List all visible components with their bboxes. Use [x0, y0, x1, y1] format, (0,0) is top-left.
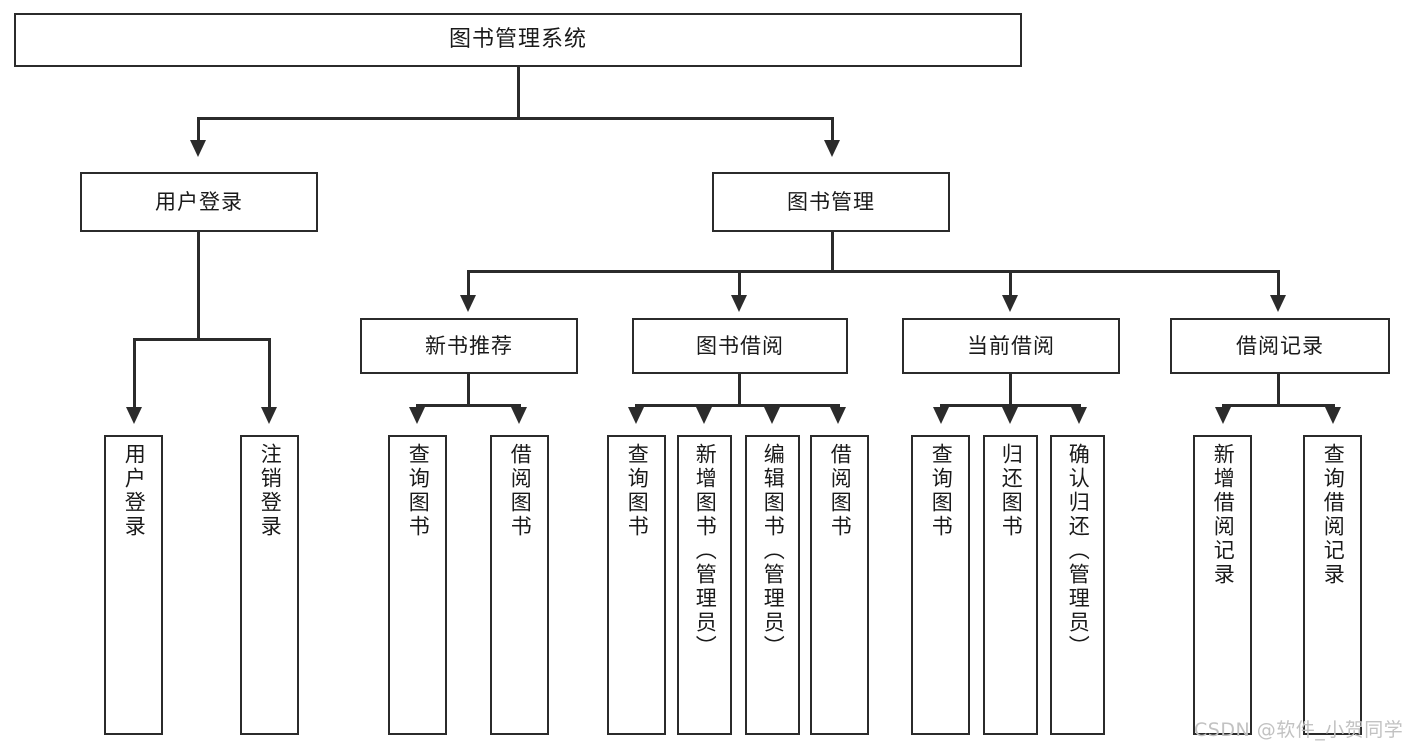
node-label: 查询图书 — [929, 443, 954, 539]
leaf-borrow-record-0[interactable]: 新增借阅记录 — [1193, 435, 1252, 735]
connector-root-bus — [197, 117, 834, 120]
arrowhead-cb-leaf-1 — [933, 407, 949, 424]
node-label: 查询图书 — [406, 443, 431, 539]
node-label: 图书借阅 — [696, 333, 784, 358]
leaf-book-borrow-1[interactable]: 新增图书（管理员） — [677, 435, 732, 735]
connector-book-management-bus — [467, 270, 1280, 273]
arrowhead-cb-leaf-3 — [1071, 407, 1087, 424]
leaf-book-borrow-2[interactable]: 编辑图书（管理员） — [745, 435, 800, 735]
arrowhead-to-borrow-record — [1270, 295, 1286, 312]
leaf-current-borrow-2[interactable]: 确认归还（管理员） — [1050, 435, 1105, 735]
leaf-book-borrow-0[interactable]: 查询图书 — [607, 435, 666, 735]
node-book-management[interactable]: 图书管理 — [712, 172, 950, 232]
node-label: 用户登录 — [155, 189, 243, 214]
connector-br-bus — [1222, 404, 1335, 407]
node-label: 查询图书 — [625, 443, 650, 539]
node-label: 查询借阅记录 — [1321, 443, 1346, 587]
connector-nbr-stem — [467, 374, 470, 406]
arrowhead-br-leaf-2 — [1325, 407, 1341, 424]
connector-cb-stem — [1009, 374, 1012, 406]
connector-user-login-bus — [133, 338, 271, 341]
leaf-current-borrow-1[interactable]: 归还图书 — [983, 435, 1038, 735]
arrowhead-to-new-book-recommend — [460, 295, 476, 312]
connector-bb-stem — [738, 374, 741, 406]
arrowhead-nbr-leaf-1 — [409, 407, 425, 424]
node-label: 借阅图书 — [828, 443, 853, 539]
connector-user-login-drop-2 — [268, 338, 271, 410]
node-label: 新书推荐 — [425, 333, 513, 358]
arrowhead-bb-leaf-3 — [764, 407, 780, 424]
arrowhead-to-book-management — [824, 140, 840, 157]
connector-user-login-drop-1 — [133, 338, 136, 410]
node-label: 新增借阅记录 — [1211, 443, 1236, 587]
node-label: 编辑图书（管理员） — [761, 443, 786, 659]
connector-bm-drop-3 — [1009, 270, 1012, 298]
arrowhead-cb-leaf-2 — [1002, 407, 1018, 424]
node-label: 确认归还（管理员） — [1066, 443, 1091, 659]
arrowhead-nbr-leaf-2 — [511, 407, 527, 424]
connector-bm-drop-1 — [467, 270, 470, 298]
arrowhead-user-login-leaf-2 — [261, 407, 277, 424]
node-label: 注销登录 — [258, 443, 283, 539]
leaf-new-book-recommend-0[interactable]: 查询图书 — [388, 435, 447, 735]
connector-bb-bus — [635, 404, 840, 407]
connector-root-drop-left — [197, 117, 200, 143]
node-label: 借阅图书 — [508, 443, 533, 539]
leaf-new-book-recommend-1[interactable]: 借阅图书 — [490, 435, 549, 735]
arrowhead-bb-leaf-2 — [696, 407, 712, 424]
leaf-user-login-1[interactable]: 注销登录 — [240, 435, 299, 735]
connector-root-drop-right — [831, 117, 834, 143]
connector-user-login-stem — [197, 232, 200, 340]
node-label: 用户登录 — [122, 443, 147, 539]
node-borrow-record[interactable]: 借阅记录 — [1170, 318, 1390, 374]
node-user-login[interactable]: 用户登录 — [80, 172, 318, 232]
leaf-current-borrow-0[interactable]: 查询图书 — [911, 435, 970, 735]
leaf-user-login-0[interactable]: 用户登录 — [104, 435, 163, 735]
node-label: 借阅记录 — [1236, 333, 1324, 358]
node-label: 图书管理系统 — [448, 27, 587, 53]
arrowhead-user-login-leaf-1 — [126, 407, 142, 424]
arrowhead-to-user-login — [190, 140, 206, 157]
node-label: 当前借阅 — [967, 333, 1055, 358]
connector-bm-drop-2 — [738, 270, 741, 298]
arrowhead-bb-leaf-4 — [830, 407, 846, 424]
leaf-borrow-record-1[interactable]: 查询借阅记录 — [1303, 435, 1362, 735]
connector-bm-drop-4 — [1277, 270, 1280, 298]
connector-root-stem — [517, 67, 520, 119]
connector-br-stem — [1277, 374, 1280, 406]
arrowhead-br-leaf-1 — [1215, 407, 1231, 424]
node-current-borrow[interactable]: 当前借阅 — [902, 318, 1120, 374]
node-label: 新增图书（管理员） — [693, 443, 718, 659]
leaf-book-borrow-3[interactable]: 借阅图书 — [810, 435, 869, 735]
arrowhead-to-book-borrow — [731, 295, 747, 312]
watermark-text: CSDN @软件_小贺同学 — [1194, 719, 1404, 741]
connector-book-management-stem — [831, 232, 834, 272]
arrowhead-bb-leaf-1 — [628, 407, 644, 424]
arrowhead-to-current-borrow — [1002, 295, 1018, 312]
connector-nbr-bus — [416, 404, 521, 407]
node-book-borrow[interactable]: 图书借阅 — [632, 318, 848, 374]
node-new-book-recommend[interactable]: 新书推荐 — [360, 318, 578, 374]
node-label: 归还图书 — [999, 443, 1024, 539]
node-root-book-management-system[interactable]: 图书管理系统 — [14, 13, 1022, 67]
node-label: 图书管理 — [787, 189, 875, 214]
